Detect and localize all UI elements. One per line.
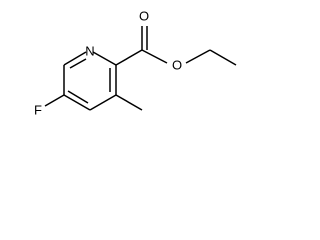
bond-n1-c2	[92, 51, 117, 66]
bond-c5-f	[44, 94, 65, 107]
bond-ch2-ch3	[209, 49, 237, 66]
bond-c3-methyl	[115, 94, 143, 111]
ester-oxygen-label: O	[172, 57, 182, 72]
molecule-svg: N F O O	[34, 8, 237, 117]
bond-carbonyl-ester-o	[141, 49, 168, 64]
fluorine-label: F	[34, 102, 42, 117]
bond-c4-c5	[63, 94, 91, 111]
bond-c4-c5-double	[67, 90, 89, 104]
bond-c6-n1-double	[69, 58, 87, 69]
carbonyl-oxygen-label: O	[139, 8, 149, 23]
structure-diagram: N F O O	[0, 0, 254, 138]
bond-ester-o-ch2	[185, 49, 211, 64]
bond-c6-n1	[63, 51, 87, 66]
bond-c3-c4	[89, 94, 117, 111]
bond-c2-carbonyl	[115, 49, 143, 66]
nitrogen-label: N	[85, 43, 94, 58]
